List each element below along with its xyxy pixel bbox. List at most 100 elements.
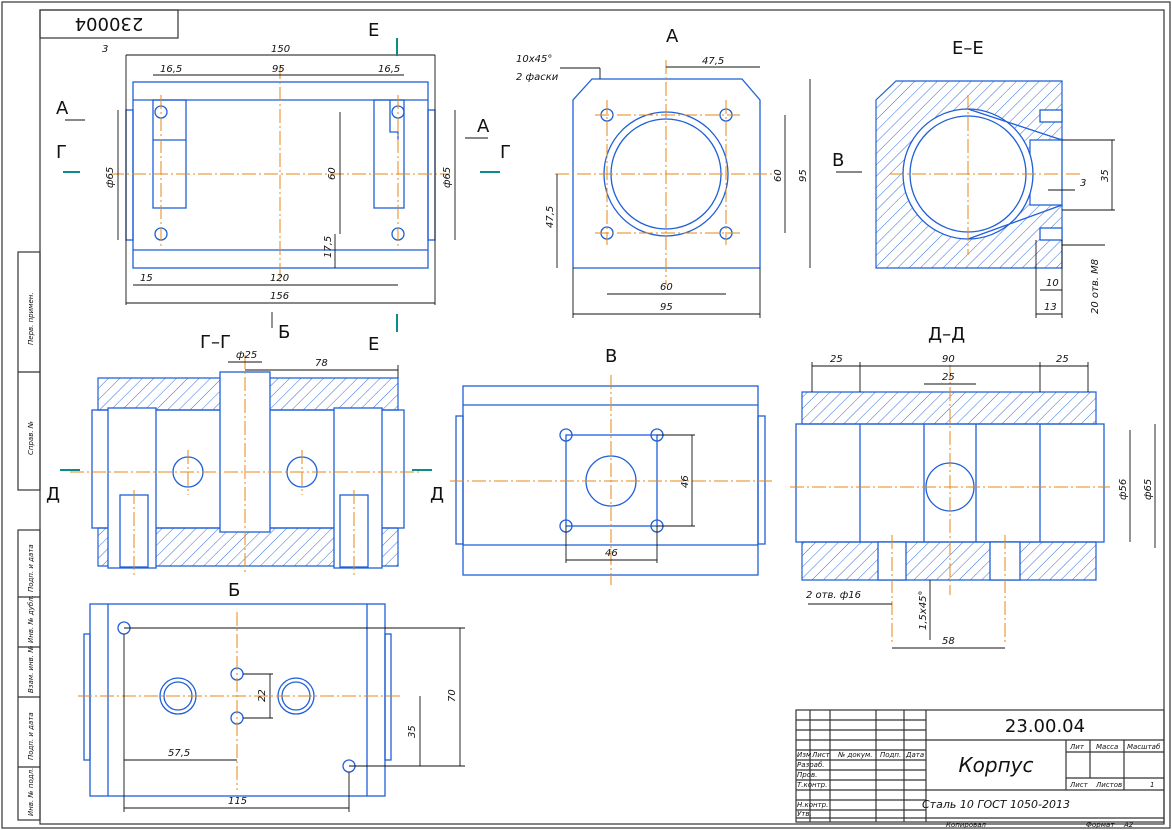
tb-col-izm: Изм (797, 751, 812, 759)
dim-46-right: 46 (680, 475, 691, 488)
tb-col-doc: № докум. (837, 751, 873, 759)
dim-78: 78 (315, 358, 328, 369)
dim-d65-right: ф65 (442, 167, 453, 188)
tb-copied: Копировал (946, 821, 987, 829)
dim-d56: ф56 (1118, 479, 1129, 500)
dim-22: 22 (257, 689, 268, 702)
tb-lit: Лит (1069, 743, 1085, 751)
tb-row-razrab: Разраб. (797, 761, 825, 769)
mark-d-right: Д (430, 484, 444, 505)
mark-g-left: Г (56, 142, 67, 163)
section-d-d: Д–Д 25 90 25 25 ф56 ф65 2 отв. ф16 1,5х4… (790, 324, 1156, 649)
tb-format-value: А2 (1123, 821, 1134, 829)
tb-col-list: Лист (811, 751, 831, 759)
dim-13: 13 (1044, 302, 1057, 313)
dim-115: 115 (228, 796, 247, 807)
side-stamp-6: Подп. и дата (27, 712, 35, 760)
dim-d65-dd: ф65 (1143, 479, 1154, 500)
dim-70: 70 (447, 689, 458, 702)
chamfer-label: 1,5х45° (918, 590, 929, 630)
dim-95-right: 95 (798, 169, 809, 182)
dim-57-5: 57,5 (168, 748, 190, 759)
dim-120: 120 (270, 273, 289, 284)
side-stamps: Перв. примен. Справ. № Подп. и дата Инв.… (17, 251, 41, 821)
dim-25-b: 25 (1056, 354, 1069, 365)
section-d-d-label: Д–Д (928, 324, 965, 345)
side-stamp-3: Подп. и дата (27, 544, 35, 592)
dim-16-5-right: 16,5 (378, 64, 400, 75)
tb-code: 23.00.04 (1005, 716, 1085, 737)
view-v: В 46 46 (450, 346, 775, 585)
view-b-label: Б (228, 580, 240, 601)
main-view: 3 150 16,5 95 16,5 ф65 60 ф65 17,5 15 12… (56, 20, 511, 355)
view-a-chamfer: 10х45° (516, 54, 552, 65)
dim-d65-left: ф65 (105, 167, 116, 188)
section-g-g: Г–Г ф25 78 Д Д (46, 332, 444, 575)
tb-sheets: Листов (1095, 781, 1122, 789)
tb-col-sign: Подп. (880, 751, 901, 759)
dim-25-c: 25 (942, 372, 955, 383)
side-stamp-4: Инв. № дубл. (27, 595, 35, 643)
thread-label: 20 отв. М8 (1090, 259, 1101, 314)
dim-156: 156 (270, 291, 289, 302)
dim-95-bottom: 95 (660, 302, 673, 313)
tb-col-date: Дата (905, 751, 924, 759)
dim-16-5-left: 16,5 (160, 64, 182, 75)
tb-mass: Масса (1096, 743, 1118, 751)
side-stamp-7: Инв. № подл. (27, 768, 35, 816)
tb-sheets-count: 1 (1150, 781, 1154, 789)
view-a-label: А (666, 26, 679, 47)
dim-60: 60 (327, 167, 338, 180)
view-b: Б 70 22 35 57,5 115 (78, 580, 465, 812)
dim-d25: ф25 (236, 350, 257, 361)
tb-sheet: Лист (1069, 781, 1089, 789)
side-stamp-5: Взам. инв. № (27, 645, 35, 693)
tb-format: Формат (1086, 821, 1115, 829)
dim-35-b: 35 (407, 725, 418, 738)
dim-46-bottom: 46 (605, 548, 618, 559)
view-a: А 10х45° 2 фаски 47,5 60 95 47,5 60 95 (516, 26, 811, 318)
dim-35: 35 (1100, 169, 1111, 182)
dim-60-right: 60 (773, 169, 784, 182)
dim-3-ee: 3 (1080, 178, 1086, 189)
tb-name: Корпус (958, 753, 1033, 777)
view-v-label: В (605, 346, 617, 367)
dim-47-5-top: 47,5 (702, 56, 724, 67)
tb-row-nkontr: Н.контр. (797, 801, 828, 809)
tb-scale: Масштаб (1127, 743, 1161, 751)
mark-a-right: А (477, 116, 490, 137)
tb-row-tkontr: Т.контр. (797, 781, 827, 789)
side-stamp-1: Перв. примен. (27, 292, 35, 345)
tb-row-utv: Утв. (797, 810, 812, 818)
dim-10: 10 (1046, 278, 1059, 289)
drawing-code-stamp: 230004 (75, 13, 144, 34)
holes-label: 2 отв. ф16 (806, 590, 861, 601)
dim-95: 95 (272, 64, 285, 75)
section-e-e-label: Е–Е (952, 38, 984, 59)
dim-3: 3 (102, 44, 108, 55)
view-a-chamfer-count: 2 фаски (516, 72, 559, 83)
mark-g-right: Г (500, 142, 511, 163)
mark-a-left: А (56, 98, 69, 119)
dim-17-5: 17,5 (323, 236, 334, 258)
side-stamp-2: Справ. № (27, 421, 35, 455)
section-g-g-label: Г–Г (200, 332, 231, 353)
dim-150: 150 (271, 44, 290, 55)
dim-58: 58 (942, 636, 955, 647)
mark-d-left: Д (46, 484, 60, 505)
mark-e-top: Е (368, 20, 379, 41)
dim-90: 90 (942, 354, 955, 365)
mark-v: В (832, 150, 844, 171)
dim-60-bottom: 60 (660, 282, 673, 293)
dim-15: 15 (140, 273, 153, 284)
mark-b: Б (278, 322, 290, 343)
dim-25-a: 25 (830, 354, 843, 365)
title-block: 23.00.04 Корпус Сталь 10 ГОСТ 1050-2013 … (795, 709, 1165, 829)
mark-e-bottom: Е (368, 334, 379, 355)
tb-row-prov: Пров. (797, 771, 817, 779)
tb-material: Сталь 10 ГОСТ 1050-2013 (922, 798, 1070, 811)
dim-47-5-left: 47,5 (545, 206, 556, 228)
section-e-e: Е–Е В 35 3 10 13 20 отв. М8 (832, 38, 1115, 318)
